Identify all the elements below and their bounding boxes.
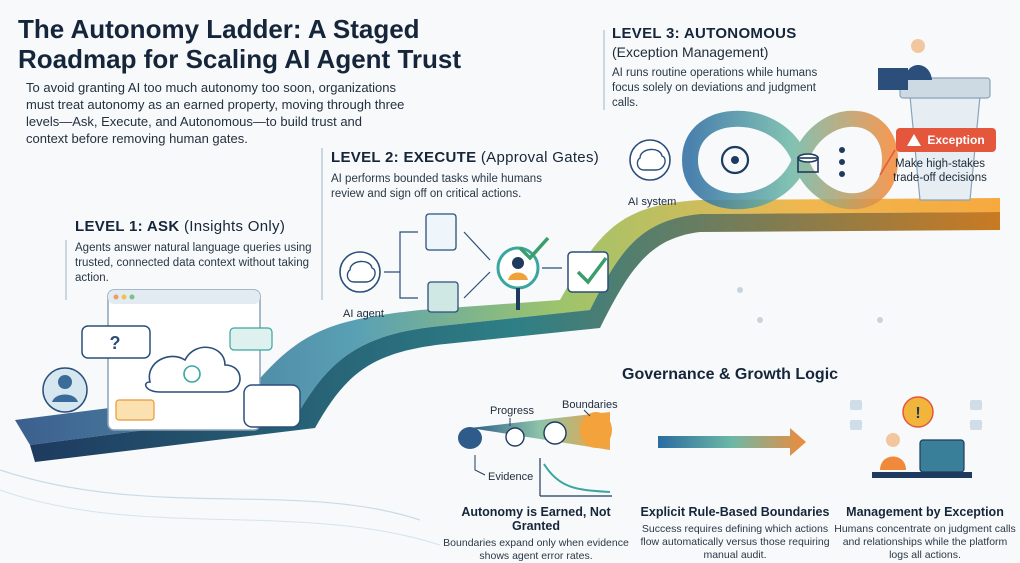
level-1-title: LEVEL 1: ASK xyxy=(75,218,180,235)
warning-icon xyxy=(907,134,922,146)
svg-text:!: ! xyxy=(915,405,920,422)
column-earned-text: Boundaries expand only when evidence sho… xyxy=(443,537,629,562)
ai-agent-label: AI agent xyxy=(343,308,384,320)
level-2-subtitle: (Approval Gates) xyxy=(480,149,600,166)
level-3-title: LEVEL 3: AUTONOMOUS xyxy=(612,25,797,42)
exception-badge: Exception xyxy=(896,128,996,152)
governance-title: Governance & Growth Logic xyxy=(622,366,839,383)
exception-label: Exception xyxy=(927,133,985,147)
level-3-block: LEVEL 3: AUTONOMOUS (Exception Managemen… xyxy=(612,25,872,111)
level-1-block: LEVEL 1: ASK (Insights Only) Agents answ… xyxy=(75,218,335,286)
level-1-heading: LEVEL 1: ASK (Insights Only) xyxy=(75,218,335,235)
level-3-description: AI runs routine operations while humans … xyxy=(612,67,818,109)
level-2-heading: LEVEL 2: EXECUTE (Approval Gates) xyxy=(331,149,601,166)
level-2-title: LEVEL 2: EXECUTE xyxy=(331,149,477,166)
column-earned: Autonomy is Earned, Not Granted Boundari… xyxy=(438,505,634,563)
level-1-subtitle: (Insights Only) xyxy=(183,218,286,235)
column-boundaries-text: Success requires defining which actions … xyxy=(640,523,830,561)
column-exception-text: Humans concentrate on judgment calls and… xyxy=(834,523,1016,561)
progress-label: Progress xyxy=(490,405,535,417)
evidence-label: Evidence xyxy=(488,471,534,483)
ai-system-label: AI system xyxy=(628,196,677,208)
exception-description: Make high-stakes trade-off decisions xyxy=(893,158,987,184)
column-boundaries-heading: Explicit Rule-Based Boundaries xyxy=(640,505,830,519)
page-title: The Autonomy Ladder: A Staged Roadmap fo… xyxy=(18,14,462,74)
boundaries-label: Boundaries xyxy=(562,399,618,411)
level-3-subtitle: (Exception Management) xyxy=(612,44,769,60)
column-earned-heading: Autonomy is Earned, Not Granted xyxy=(461,505,611,533)
level-2-description: AI performs bounded tasks while humans r… xyxy=(331,173,542,200)
column-boundaries: Explicit Rule-Based Boundaries Success r… xyxy=(640,505,830,562)
svg-text:?: ? xyxy=(110,333,121,353)
level-2-block: LEVEL 2: EXECUTE (Approval Gates) AI per… xyxy=(331,149,601,202)
column-exception-heading: Management by Exception xyxy=(846,505,1004,519)
intro-text: To avoid granting AI too much autonomy t… xyxy=(26,80,405,146)
column-exception: Management by Exception Humans concentra… xyxy=(834,505,1016,562)
level-1-description: Agents answer natural language queries u… xyxy=(75,242,312,284)
